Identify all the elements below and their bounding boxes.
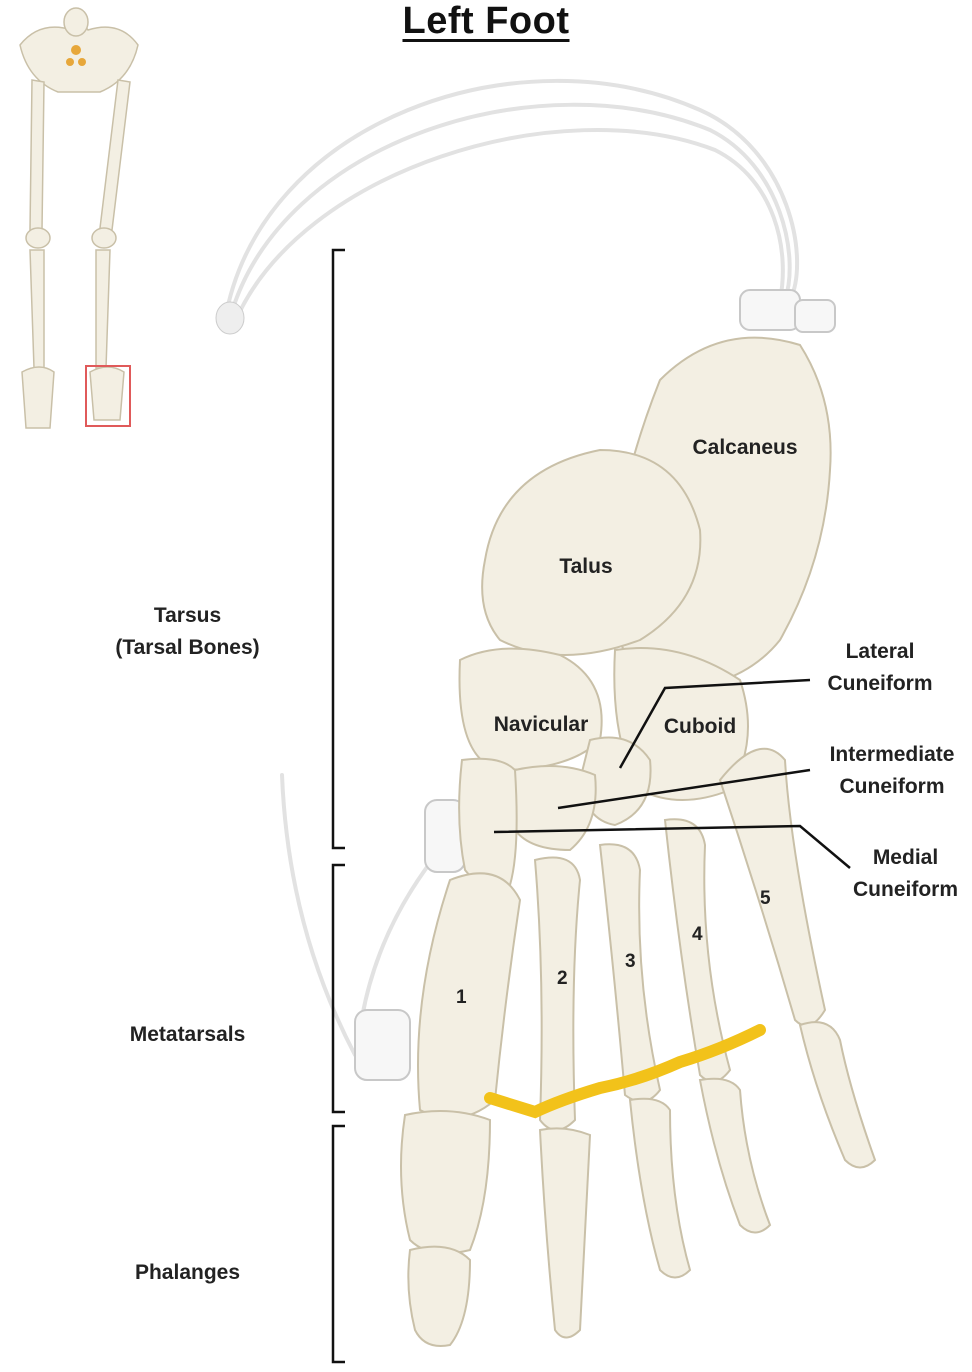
- page-title: Left Foot: [0, 0, 972, 43]
- medial-cuneiform-label: Medial Cuneiform: [843, 842, 968, 906]
- navicular-label: Navicular: [476, 709, 606, 741]
- lateral-cuneiform-label: Lateral Cuneiform: [815, 636, 945, 700]
- metatarsal-number-1: 1: [456, 987, 467, 1009]
- intermediate-cuneiform-leader: [558, 770, 810, 808]
- intermediate-cuneiform-label-line2: Cuneiform: [815, 771, 969, 803]
- metatarsal-number-3: 3: [625, 951, 636, 973]
- metatarsals-bracket: [333, 865, 345, 1112]
- metatarsal-number-5: 5: [760, 888, 771, 910]
- cuboid-label: Cuboid: [645, 711, 755, 743]
- talus-label: Talus: [536, 551, 636, 583]
- intermediate-cuneiform-label-line1: Intermediate: [815, 739, 969, 771]
- tarsus-label-line2: (Tarsal Bones): [100, 632, 275, 664]
- medial-cuneiform-label-line2: Cuneiform: [843, 874, 968, 906]
- metatarsal-number-4: 4: [692, 924, 703, 946]
- tarsus-bracket: [333, 250, 345, 848]
- medial-cuneiform-leader: [494, 826, 850, 868]
- tarsus-label: Tarsus (Tarsal Bones): [100, 600, 275, 664]
- tarsus-label-line1: Tarsus: [100, 600, 275, 632]
- phalanges-label: Phalanges: [100, 1257, 275, 1289]
- lateral-cuneiform-label-line1: Lateral: [815, 636, 945, 668]
- medial-cuneiform-label-line1: Medial: [843, 842, 968, 874]
- lateral-cuneiform-label-line2: Cuneiform: [815, 668, 945, 700]
- calcaneus-label: Calcaneus: [680, 432, 810, 464]
- metatarsals-label: Metatarsals: [100, 1019, 275, 1051]
- intermediate-cuneiform-label: Intermediate Cuneiform: [815, 739, 969, 803]
- phalanges-bracket: [333, 1126, 345, 1362]
- metatarsal-number-2: 2: [557, 968, 568, 990]
